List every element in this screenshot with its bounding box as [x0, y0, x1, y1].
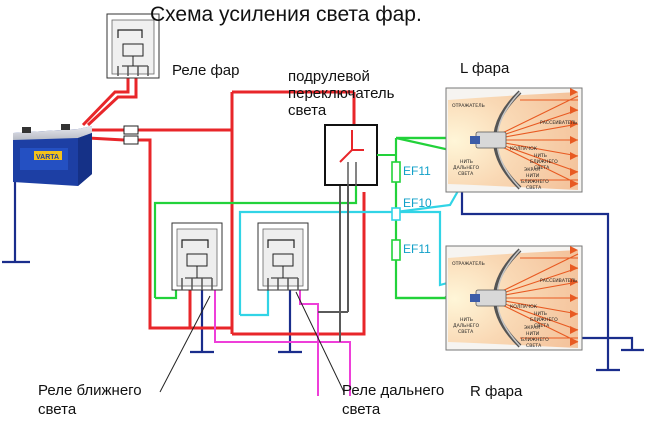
label-left-headlight: L фара: [460, 60, 510, 77]
page-title: Схема усиления света фар.: [150, 3, 422, 26]
part-screen-4: СВЕТА: [526, 185, 542, 191]
part-screen-1: ЭКРАН: [524, 167, 540, 173]
part-screen-2: НИТИ: [526, 331, 539, 337]
label-steering-switch-1: подрулевой: [288, 68, 370, 85]
relay-low-beam: [171, 222, 223, 291]
part-low-filament-2: БЛИЖНЕГО: [530, 159, 558, 165]
part-low-filament-3: СВЕТА: [534, 165, 550, 171]
fuse-symbols: [391, 161, 401, 261]
inline-fuses: [123, 125, 139, 145]
part-screen-3: БЛИЖНЕГО: [521, 337, 549, 343]
fuse-label-ef11-bottom: EF11: [403, 242, 431, 256]
relay-high-beam: [257, 222, 309, 291]
part-high-filament-1: НИТЬ: [460, 317, 473, 323]
headlight-right-parts: ОТРАЖАТЕЛЬ РАССЕИВАТЕЛЬ КОЛПАЧОК НИТЬ БЛ…: [452, 261, 577, 349]
fuse-symbol-ef10: [391, 207, 401, 221]
control-wires: [214, 186, 351, 396]
fuse-label-ef10: EF10: [403, 196, 432, 210]
part-high-filament-2: ДАЛЬНЕГО: [453, 165, 479, 171]
steering-switch: [324, 124, 396, 186]
part-reflector: ОТРАЖАТЕЛЬ: [452, 103, 485, 109]
headlight-right: [445, 245, 583, 351]
part-screen-1: ЭКРАН: [524, 325, 540, 331]
label-relay-high-1: Реле дальнего: [342, 382, 445, 399]
part-low-filament-1: НИТЬ: [534, 311, 547, 317]
label-relay-low-2: света: [38, 401, 77, 418]
relay-headlights: [106, 13, 160, 79]
label-steering-switch-3: света: [288, 102, 327, 119]
label-relay-high-2: света: [342, 401, 381, 418]
part-low-filament-2: БЛИЖНЕГО: [530, 317, 558, 323]
fuse-label-ef11-top: EF11: [403, 164, 431, 178]
battery-brand: VARTA: [36, 154, 59, 161]
part-high-filament-2: ДАЛЬНЕГО: [453, 323, 479, 329]
fuse-ef11-bottom: [391, 239, 401, 261]
headlight-left-parts: ОТРАЖАТЕЛЬ РАССЕИВАТЕЛЬ КОЛПАЧОК НИТЬ БЛ…: [452, 103, 577, 191]
part-high-filament-1: НИТЬ: [460, 159, 473, 165]
part-diffuser: РАССЕИВАТЕЛЬ: [540, 120, 577, 126]
headlight-left: [445, 87, 583, 193]
part-cap: КОЛПАЧОК: [510, 146, 538, 152]
label-steering-switch-2: переключатель: [288, 85, 395, 102]
leader-lines: [159, 291, 345, 393]
label-relay-headlights: Реле фар: [172, 62, 240, 79]
part-low-filament-1: НИТЬ: [534, 153, 547, 159]
fuse-ef11-top: [391, 161, 401, 183]
power-wires: [81, 78, 366, 336]
part-high-filament-3: СВЕТА: [458, 329, 474, 335]
label-relay-low-1: Реле ближнего: [38, 382, 142, 399]
part-diffuser: РАССЕИВАТЕЛЬ: [540, 278, 577, 284]
part-screen-2: НИТИ: [526, 173, 539, 179]
battery: VARTA: [13, 124, 92, 186]
label-right-headlight: R фара: [470, 383, 523, 400]
part-cap: КОЛПАЧОК: [510, 304, 538, 310]
part-reflector: ОТРАЖАТЕЛЬ: [452, 261, 485, 267]
part-screen-4: СВЕТА: [526, 343, 542, 349]
low-beam-wires: [153, 136, 467, 300]
part-screen-3: БЛИЖНЕГО: [521, 179, 549, 185]
part-high-filament-3: СВЕТА: [458, 171, 474, 177]
part-low-filament-3: СВЕТА: [534, 323, 550, 329]
